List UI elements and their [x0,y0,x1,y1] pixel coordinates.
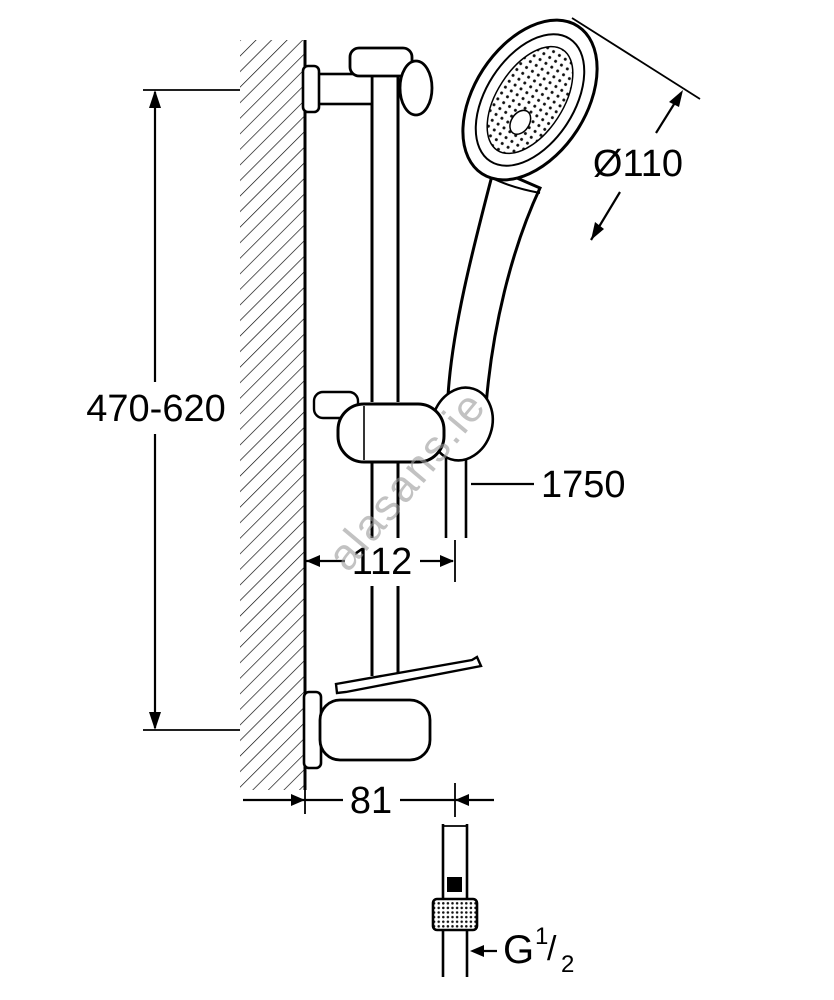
dim-head-diameter: Ø110 [571,17,701,241]
wall-section [240,40,307,790]
dim-thread-denominator: 2 [561,951,574,978]
slider-holder [312,386,495,464]
dim-thread-numerator: 1 [535,923,548,950]
dim-bottom-offset: 81 [243,780,494,822]
wall-hatch-fill [240,40,305,790]
shower-head [461,18,599,182]
knurled-nut [431,897,479,932]
dim-head-diameter-label: Ø110 [593,143,683,185]
dim-thread: G 1 / 2 [470,923,574,978]
dim-thread-slash: / [547,930,557,968]
connector-marking [447,877,462,892]
slide-rail [370,74,400,676]
wall-bracket-top [301,46,434,117]
dim-thread-letter: G [503,928,534,972]
dim-hose-length-label: 1750 [541,464,626,506]
dim-rail-height: 470-620 [86,89,240,731]
wall-bracket-bottom [302,655,483,770]
dim-holder-offset: 112 [306,540,456,583]
hose-connector [431,824,479,977]
dim-rail-height-label: 470-620 [86,388,225,430]
soap-dish [334,655,483,695]
dim-hose-length: 1750 [471,464,626,506]
shower-head-spray-face [486,45,574,155]
dim-bottom-offset-label: 81 [350,780,392,822]
dim-holder-offset-label: 112 [352,541,413,583]
